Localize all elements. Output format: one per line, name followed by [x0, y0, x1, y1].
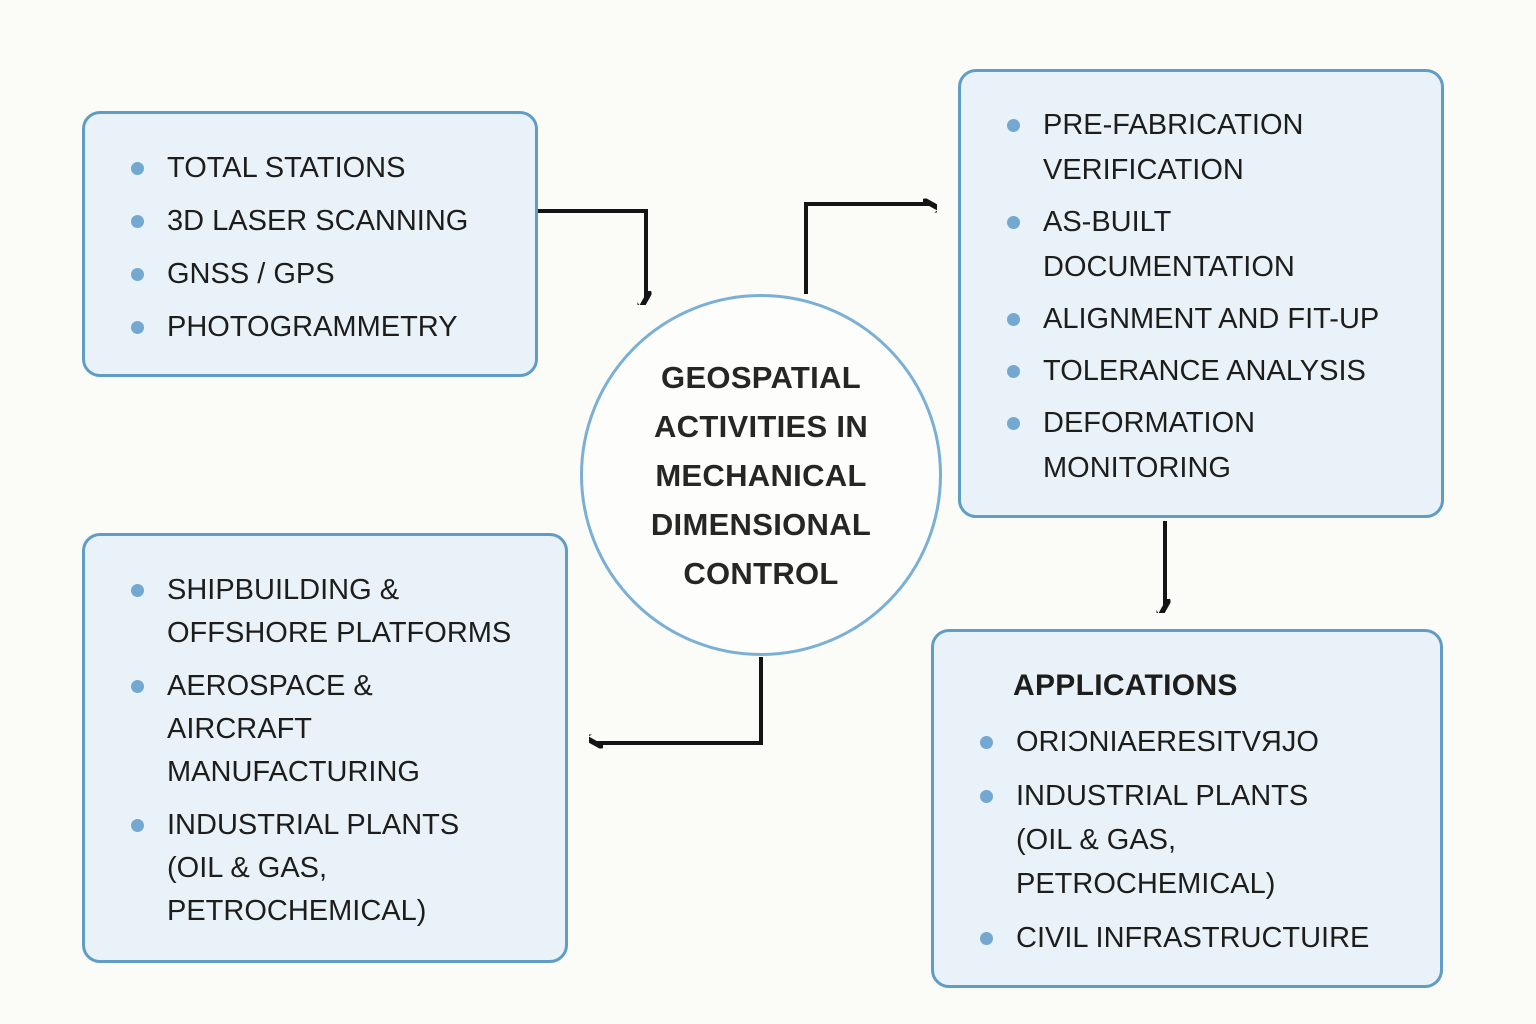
- list-item-line: AIRCRAFT: [167, 713, 312, 745]
- list-item-line: VERIFICATION: [1043, 154, 1244, 186]
- list-item-line: PETROCHEMICAL): [1016, 868, 1276, 900]
- center-circle: GEOSPATIAL ACTIVITIES IN MECHANICAL DIME…: [580, 294, 942, 656]
- list-item-line: (OIL & GAS,: [1016, 824, 1177, 856]
- list-item: GNSS / GPS: [131, 252, 525, 296]
- list-item-line: PETROCHEMICAL): [167, 895, 427, 927]
- bullet-icon: [1007, 313, 1020, 326]
- list-item: DEFORMATION MONITORING: [1007, 401, 1431, 491]
- list-item-text: TOTAL STATIONS: [167, 146, 405, 190]
- list-item-text: CIVIL INFRASTRUCTUIRE: [1016, 916, 1369, 960]
- diagram-title: GEOSPATIAL ACTIVITIES IN MECHANICAL DIME…: [651, 353, 871, 598]
- list-item-line: PRE-FABRICATION: [1043, 109, 1304, 141]
- list-item: SHIPBUILDING & OFFSHORE PLATFORMS: [131, 569, 555, 655]
- list-item: 3D LASER SCANNING: [131, 199, 525, 243]
- list-item-line: OFFSHORE PLATFORMS: [167, 617, 512, 649]
- list-item-text: ORIƆNIAERESITVЯJO: [1016, 720, 1319, 764]
- activities-box: PRE-FABRICATION VERIFICATION AS-BUILT DO…: [958, 69, 1444, 518]
- list-item-line: GNSS / GPS: [167, 258, 335, 290]
- arrow-center-to-activities: [804, 204, 932, 294]
- list-item: AS-BUILT DOCUMENTATION: [1007, 200, 1431, 290]
- list-item: PHOTOGRAMMETRY: [131, 305, 525, 349]
- bullet-icon: [980, 932, 993, 945]
- list-item: PRE-FABRICATION VERIFICATION: [1007, 103, 1431, 193]
- bullet-icon: [1007, 365, 1020, 378]
- list-item-text: AS-BUILT DOCUMENTATION: [1043, 200, 1295, 290]
- bullet-icon: [980, 790, 993, 803]
- list-item-line: TOLERANCE ANALYSIS: [1043, 355, 1366, 387]
- bullet-icon: [131, 162, 144, 175]
- industries-list: SHIPBUILDING & OFFSHORE PLATFORMS AEROSP…: [85, 536, 565, 933]
- list-item-line: INDUSTRIAL PLANTS: [1016, 780, 1309, 812]
- list-item-line: AEROSPACE &: [167, 670, 373, 702]
- bullet-icon: [1007, 119, 1020, 132]
- applications-list: ORIƆNIAERESITVЯJO INDUSTRIAL PLANTS (OIL…: [934, 720, 1440, 960]
- list-item-line: DEFORMATION: [1043, 407, 1256, 439]
- list-item: CIVIL INFRASTRUCTUIRE: [980, 916, 1430, 960]
- list-item-text: DEFORMATION MONITORING: [1043, 401, 1255, 491]
- list-item-line: AS-BUILT: [1043, 206, 1172, 238]
- bullet-icon: [131, 680, 144, 693]
- list-item-text: SHIPBUILDING & OFFSHORE PLATFORMS: [167, 569, 511, 655]
- techniques-box: TOTAL STATIONS 3D LASER SCANNING GNSS / …: [82, 111, 538, 377]
- bullet-icon: [980, 736, 993, 749]
- list-item-line: CIVIL INFRASTRUCTUIRE: [1016, 922, 1370, 954]
- list-item-text: AEROSPACE & AIRCRAFT MANUFACTURING: [167, 665, 420, 794]
- list-item-text: GNSS / GPS: [167, 252, 335, 296]
- title-line: CONTROL: [683, 555, 839, 591]
- title-line: MECHANICAL: [655, 457, 867, 493]
- arrow-center-to-industries: [594, 657, 763, 743]
- list-item-line: TOTAL STATIONS: [167, 152, 406, 184]
- list-item-text: PRE-FABRICATION VERIFICATION: [1043, 103, 1304, 193]
- list-item: INDUSTRIAL PLANTS (OIL & GAS, PETROCHEMI…: [980, 774, 1430, 906]
- bullet-icon: [1007, 216, 1020, 229]
- bullet-icon: [131, 819, 144, 832]
- list-item-line: DOCUMENTATION: [1043, 251, 1295, 283]
- list-item: ALIGNMENT AND FIT-UP: [1007, 297, 1431, 342]
- bullet-icon: [131, 584, 144, 597]
- list-item: INDUSTRIAL PLANTS (OIL & GAS, PETROCHEMI…: [131, 804, 555, 933]
- list-item-text: INDUSTRIAL PLANTS (OIL & GAS, PETROCHEMI…: [167, 804, 459, 933]
- bullet-icon: [131, 215, 144, 228]
- list-item-text: TOLERANCE ANALYSIS: [1043, 349, 1366, 394]
- activities-list: PRE-FABRICATION VERIFICATION AS-BUILT DO…: [961, 72, 1441, 491]
- list-item-line: SHIPBUILDING &: [167, 574, 400, 606]
- list-item-text: INDUSTRIAL PLANTS (OIL & GAS, PETROCHEMI…: [1016, 774, 1308, 906]
- list-item-line: 3D LASER SCANNING: [167, 205, 469, 237]
- list-item-line: MANUFACTURING: [167, 756, 420, 788]
- list-item-text: PHOTOGRAMMETRY: [167, 305, 458, 349]
- list-item-line: ORIƆNIAERESITVЯJO: [1016, 726, 1319, 758]
- bullet-icon: [131, 321, 144, 334]
- list-item-line: INDUSTRIAL PLANTS: [167, 809, 460, 841]
- applications-box: APPLICATIONS ORIƆNIAERESITVЯJO INDUSTRIA…: [931, 629, 1443, 988]
- bullet-icon: [1007, 417, 1020, 430]
- list-item-line: ALIGNMENT AND FIT-UP: [1043, 303, 1380, 335]
- techniques-list: TOTAL STATIONS 3D LASER SCANNING GNSS / …: [85, 114, 535, 349]
- list-item-text: 3D LASER SCANNING: [167, 199, 468, 243]
- bullet-icon: [131, 268, 144, 281]
- list-item-line: (OIL & GAS,: [167, 852, 328, 884]
- list-item: TOLERANCE ANALYSIS: [1007, 349, 1431, 394]
- title-line: ACTIVITIES IN: [653, 408, 869, 444]
- title-line: GEOSPATIAL: [661, 359, 861, 395]
- list-item-line: MONITORING: [1043, 452, 1231, 484]
- title-line: DIMENSIONAL: [650, 506, 872, 542]
- arrow-techniques-to-center: [538, 209, 646, 300]
- list-item-text: ALIGNMENT AND FIT-UP: [1043, 297, 1379, 342]
- list-item: TOTAL STATIONS: [131, 146, 525, 190]
- list-item-line: PHOTOGRAMMETRY: [167, 311, 458, 343]
- list-item: AEROSPACE & AIRCRAFT MANUFACTURING: [131, 665, 555, 794]
- applications-heading: APPLICATIONS: [1013, 669, 1238, 702]
- list-item: ORIƆNIAERESITVЯJO: [980, 720, 1430, 764]
- industries-box: SHIPBUILDING & OFFSHORE PLATFORMS AEROSP…: [82, 533, 568, 963]
